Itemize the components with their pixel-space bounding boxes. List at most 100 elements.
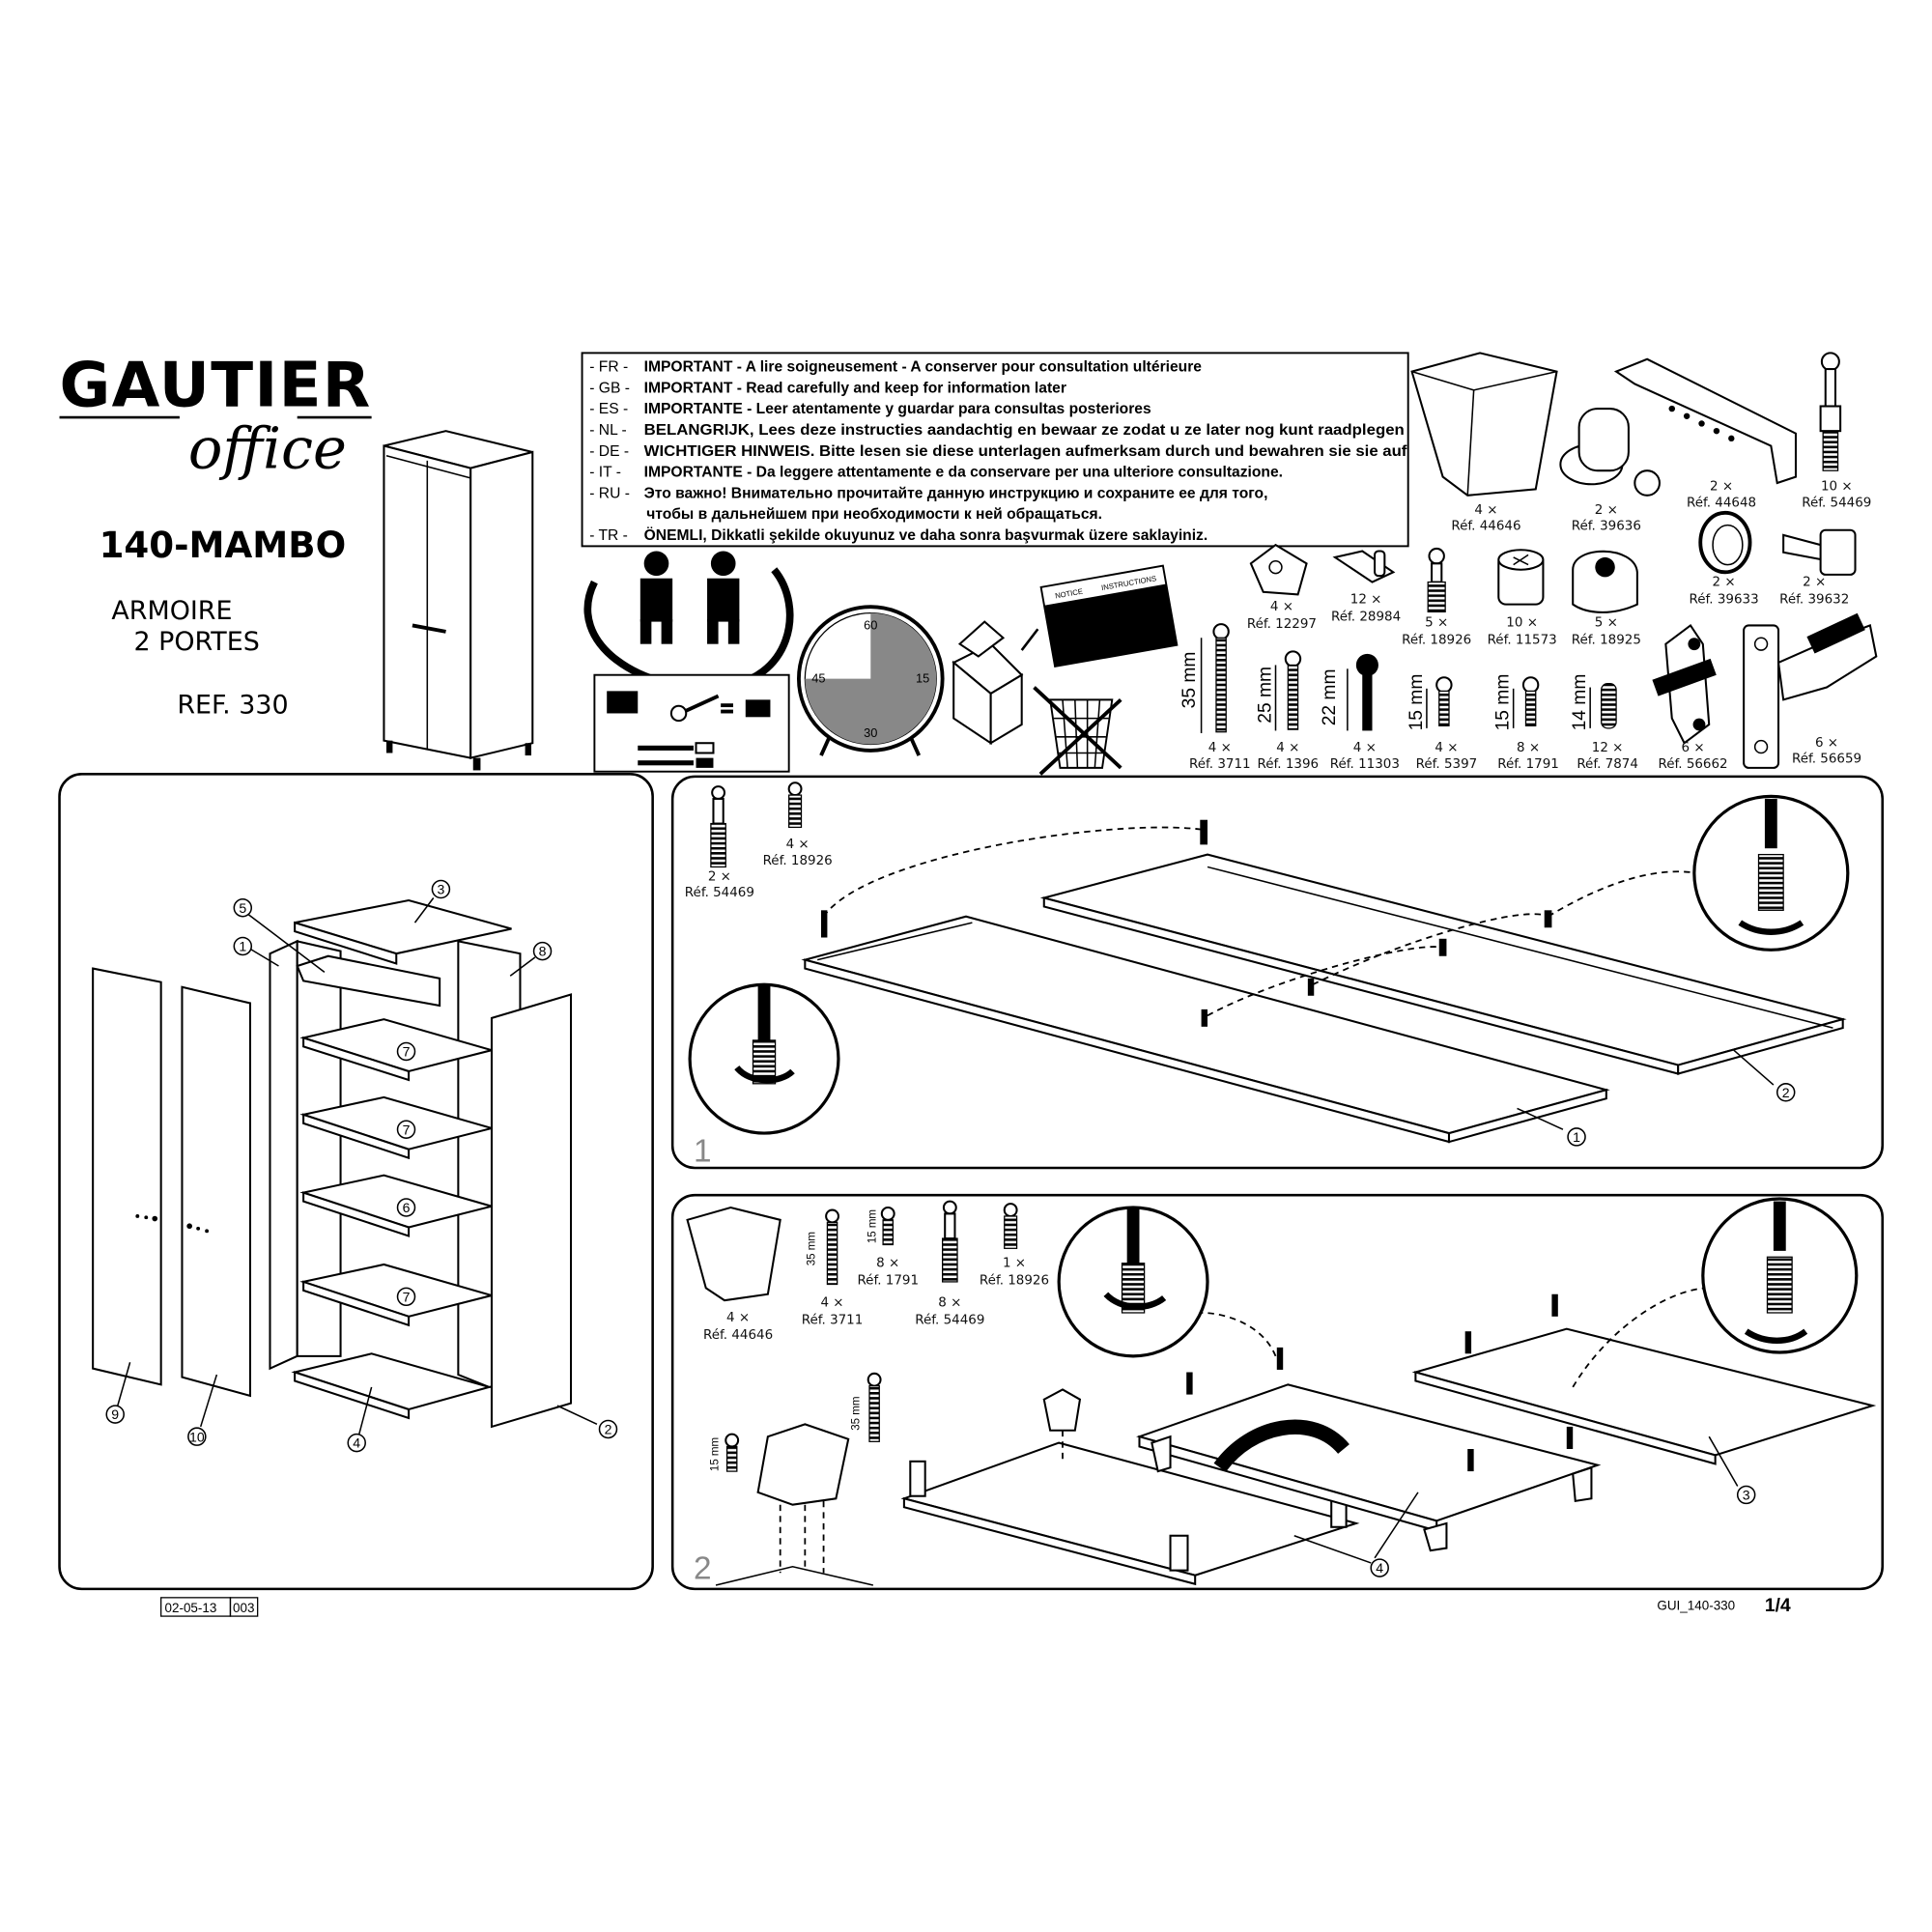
notice-text: ÖNEMLI, Dikkatli şekilde okuyunuz ve dah… [644, 526, 1208, 544]
detail-magnifier-dowel [1057, 1206, 1209, 1358]
callout-2: 2 [605, 1422, 612, 1437]
instruction-sheet-icon: NOTICE INSTRUCTIONS [1039, 564, 1179, 668]
brand-subtitle: office [188, 415, 347, 482]
part-callouts: 1 2 3 4 5 6 7 7 7 8 9 10 [105, 879, 618, 1453]
hardware-item-shelf-clip: 4 × Réf. 12297 [1247, 543, 1317, 632]
hardware-qty: 6 × [1682, 741, 1705, 755]
hardware-item-cam-bolt: 5 × Réf. 18926 [1402, 547, 1471, 648]
hardware-qty: 5 × [1425, 616, 1448, 631]
callout-8: 8 [539, 944, 547, 959]
step-2-panel: 2 4 × Réf. 44646 35 mm 4 × Réf. 3711 15 … [670, 1193, 1884, 1591]
hardware-ref: Réf. 18926 [1402, 633, 1471, 648]
hardware-qty: 4 × [1435, 741, 1458, 755]
product-type-line2: 2 PORTES [133, 627, 259, 657]
hardware-qty: 5 × [1595, 616, 1618, 631]
callout-7: 7 [403, 1289, 411, 1304]
step2-part-dowel: 8 × Réf. 54469 [915, 1200, 984, 1328]
hardware-qty: 4 × [1474, 503, 1497, 518]
notice-text: IMPORTANTE - Da leggere attentamente e d… [644, 465, 1283, 481]
hardware-ref: Réf. 11303 [1330, 756, 1400, 772]
callout-1: 1 [1573, 1129, 1580, 1145]
hardware-ref: Réf. 7874 [1577, 756, 1638, 772]
hardware-item-dowel-bolt: 10 × Réf. 54469 [1802, 352, 1871, 510]
hardware-item-screw-22mm: 22 mm 4 × Réf. 11303 [1320, 653, 1400, 772]
notice-lang: - RU - [589, 485, 630, 501]
hardware-item-ring: 2 × Réf. 39633 [1690, 510, 1759, 607]
part-ref: Réf. 44646 [703, 1327, 773, 1343]
brand-name: GAUTIER [60, 351, 372, 422]
important-notice-box: - FR - IMPORTANT - A lire soigneusement … [581, 352, 1409, 548]
clock-label-30: 30 [864, 725, 877, 740]
notice-text: Это важно! Внимательно прочитайте данную… [644, 485, 1268, 501]
door-right [181, 985, 252, 1398]
hardware-qty: 6 × [1815, 736, 1838, 751]
no-waste-basket-icon [1033, 686, 1122, 776]
screw-length: 15 mm [1493, 674, 1514, 731]
hardware-qty: 8 × [1517, 741, 1540, 755]
notice-lang: - DE - [589, 443, 629, 460]
part-qty: 4 × [726, 1311, 750, 1325]
two-person-assembly-icon [583, 551, 794, 692]
footer-date: 02-05-13 [165, 1601, 217, 1615]
packaging-box-icon [952, 620, 1039, 746]
frame-assembly [1136, 1383, 1602, 1552]
hardware-item-key: 2 × Réf. 39632 [1779, 528, 1857, 607]
exploded-view-panel: 1 2 3 4 5 6 7 7 7 8 9 10 [58, 773, 654, 1591]
leg-fixing-detail: 15 mm 35 mm [710, 1372, 882, 1586]
callout-3: 3 [437, 882, 444, 897]
hardware-ref: Réf. 39632 [1779, 591, 1849, 607]
screw-length: 25 mm [1255, 667, 1275, 724]
hardware-ref: Réf. 39633 [1690, 591, 1759, 607]
board-3 [1411, 1327, 1877, 1465]
document-code: GUI_140-330 [1657, 1599, 1735, 1613]
screw-length: 35 mm [807, 1232, 818, 1265]
notice-lang: - ES - [589, 401, 628, 417]
notice-lang: - TR - [589, 527, 628, 544]
hardware-qty: 10 × [1506, 616, 1538, 631]
detail-magnifier-dowel [688, 982, 840, 1135]
door-left [92, 967, 162, 1386]
part-ref: Réf. 3711 [802, 1313, 864, 1328]
hardware-ref: Réf. 56662 [1658, 756, 1727, 772]
part-ref: Réf. 54469 [915, 1313, 984, 1328]
hardware-item-screw-15mm-b: 15 mm 8 × Réf. 1791 [1493, 674, 1559, 772]
hardware-ref: Réf. 44648 [1687, 495, 1756, 510]
model-name: 140-MAMBO [99, 524, 347, 566]
notice-text: чтобы в дальнейшем при необходимости к н… [646, 506, 1102, 523]
footer: 02-05-13 003 GUI_140-330 1/4 [160, 1596, 1791, 1617]
product-reference: REF. 330 [177, 690, 288, 720]
hardware-qty: 4 × [1276, 741, 1299, 755]
hardware-ref: Réf. 44646 [1451, 519, 1520, 534]
step1-part-dowel: 2 × Réf. 54469 [685, 785, 754, 900]
hardware-qty: 4 × [1208, 741, 1232, 755]
hardware-qty: 4 × [1353, 741, 1377, 755]
callout-7: 7 [403, 1122, 411, 1137]
detail-size: 35 mm [851, 1397, 863, 1431]
screw-length: 22 mm [1320, 669, 1340, 726]
hardware-qty: 2 × [1803, 575, 1826, 589]
clock-label-15: 15 [916, 670, 929, 685]
hardware-item-shelf-support: 12 × Réf. 28984 [1331, 550, 1401, 624]
detail-size: 15 mm [710, 1437, 722, 1471]
step2-part-screw-15: 15 mm 8 × Réf. 1791 [857, 1206, 919, 1288]
part-qty: 8 × [938, 1296, 961, 1311]
part-ref: Réf. 54469 [685, 885, 754, 900]
hardware-item-screw-14mm: 14 mm 12 × Réf. 7874 [1570, 674, 1638, 772]
step1-part-cam-bolt: 4 × Réf. 18926 [763, 781, 833, 868]
hardware-list: 4 × Réf. 44646 2 × Réf. 39636 2 × Réf. 4… [1179, 352, 1878, 772]
callout-1: 1 [239, 939, 246, 954]
board-4 [900, 1441, 1360, 1586]
callout-5: 5 [239, 900, 246, 916]
tools-required-icon [593, 673, 790, 773]
step2-part-leg: 4 × Réf. 44646 [686, 1206, 781, 1343]
hardware-item-lock: 2 × Réf. 39636 [1559, 408, 1661, 534]
detail-magnifier-cam-bolt [1692, 794, 1850, 952]
clock-label-60: 60 [864, 617, 877, 632]
hardware-ref: Réf. 5397 [1416, 756, 1478, 772]
hardware-qty: 2 × [1710, 480, 1733, 495]
hardware-ref: Réf. 56659 [1792, 752, 1861, 767]
notice-lang: - FR - [589, 359, 628, 376]
footer-revision: 003 [233, 1601, 254, 1615]
callout-2: 2 [1782, 1085, 1790, 1100]
notice-text: WICHTIGER HINWEIS. Bitte lesen sie diese… [644, 443, 1408, 460]
